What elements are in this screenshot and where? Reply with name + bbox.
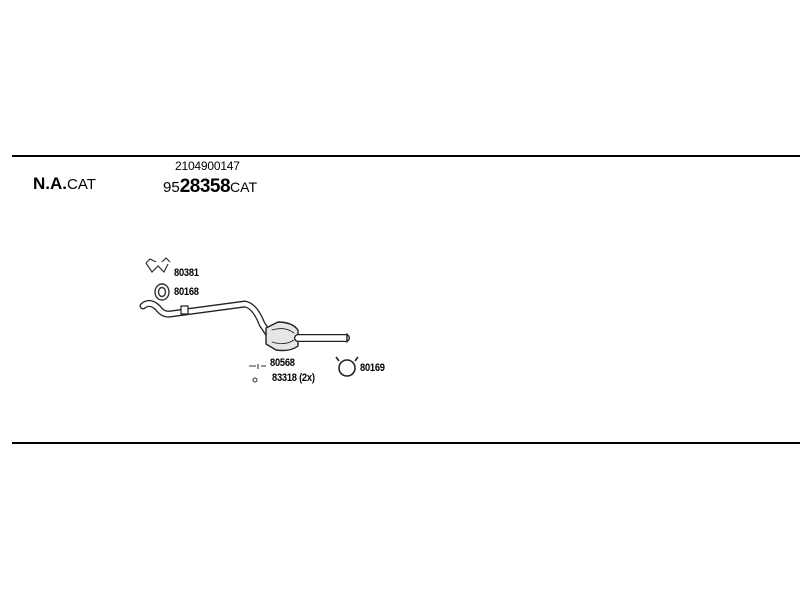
part-suffix: CAT (230, 179, 257, 195)
variant-code: N.A. (33, 174, 67, 193)
part-prefix: 95 (163, 179, 180, 196)
clip-80568-icon (249, 364, 266, 369)
clamp-80381-icon (145, 257, 171, 274)
oe-number: 2104900147 (175, 159, 240, 173)
component-label: 83318 (2x) (272, 372, 315, 384)
header-rule (12, 155, 800, 157)
footer-rule (12, 442, 800, 444)
gasket-80168-icon (154, 283, 170, 301)
part-main-number: 28358 (179, 176, 231, 197)
catalytic-pipe-icon (139, 299, 350, 352)
variant-label: N.A.CAT (33, 174, 96, 194)
component-label: 80568 (270, 357, 295, 369)
nut-83318-icon (252, 377, 258, 383)
component-label: 80381 (174, 267, 199, 279)
component-label: 80169 (360, 362, 385, 374)
clamp-ring-80169-icon (335, 356, 359, 377)
component-label: 80168 (174, 286, 199, 298)
variant-suffix: CAT (67, 176, 96, 193)
part-number: 9528358CAT (163, 176, 257, 198)
